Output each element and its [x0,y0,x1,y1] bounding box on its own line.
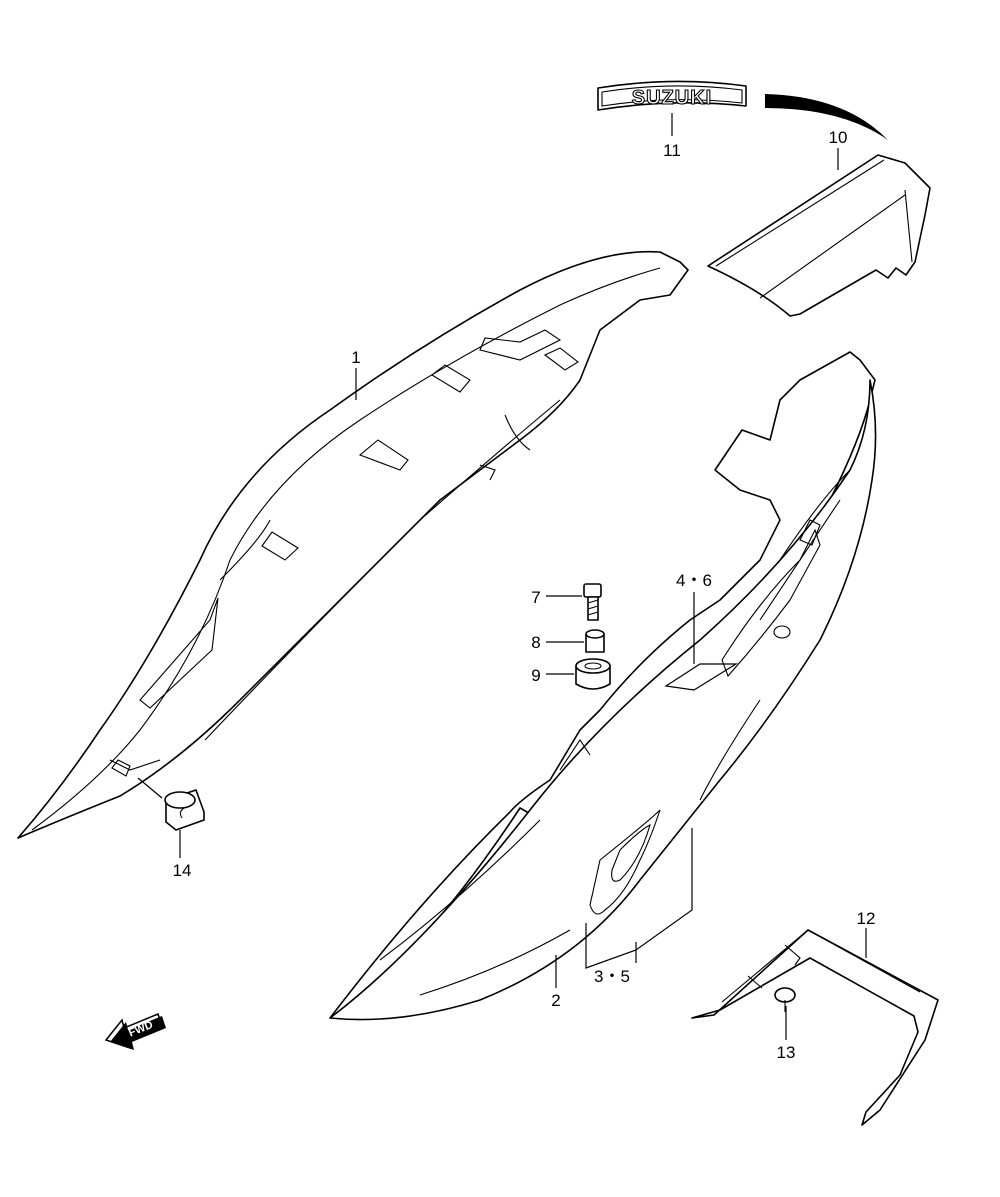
part-8-collar[interactable] [585,629,605,653]
callout-3-5: 3・5 [594,967,630,986]
part-2-right-frame-cover[interactable] [329,351,877,1021]
logo-text: SUZUKI [632,87,712,109]
callout-9: 9 [531,666,540,685]
callout-1: 1 [351,348,360,367]
callout-8: 8 [531,633,540,652]
callout-14: 14 [173,861,192,880]
callout-7: 7 [531,588,540,607]
part-1-left-frame-cover[interactable] [17,250,689,839]
leader-lines [137,113,867,1040]
part-12-rear-bracket[interactable] [691,929,939,1126]
part-11-suzuki-emblem[interactable]: SUZUKI [597,80,747,111]
part-9-cushion[interactable] [575,658,611,690]
callout-12: 12 [857,909,876,928]
callout-4-6: 4・6 [676,571,712,590]
part-14-grommet[interactable] [164,789,205,831]
callout-11: 11 [663,141,681,160]
swoosh-mark [765,94,888,140]
callout-2: 2 [551,991,560,1010]
part-10-tail-cover[interactable] [707,154,931,317]
part-13-clip[interactable] [774,987,796,1012]
callout-13: 13 [777,1043,796,1062]
part-7-bolt[interactable] [583,583,602,621]
callout-10: 10 [829,128,848,147]
fwd-arrow-icon: FWD [104,1013,166,1050]
